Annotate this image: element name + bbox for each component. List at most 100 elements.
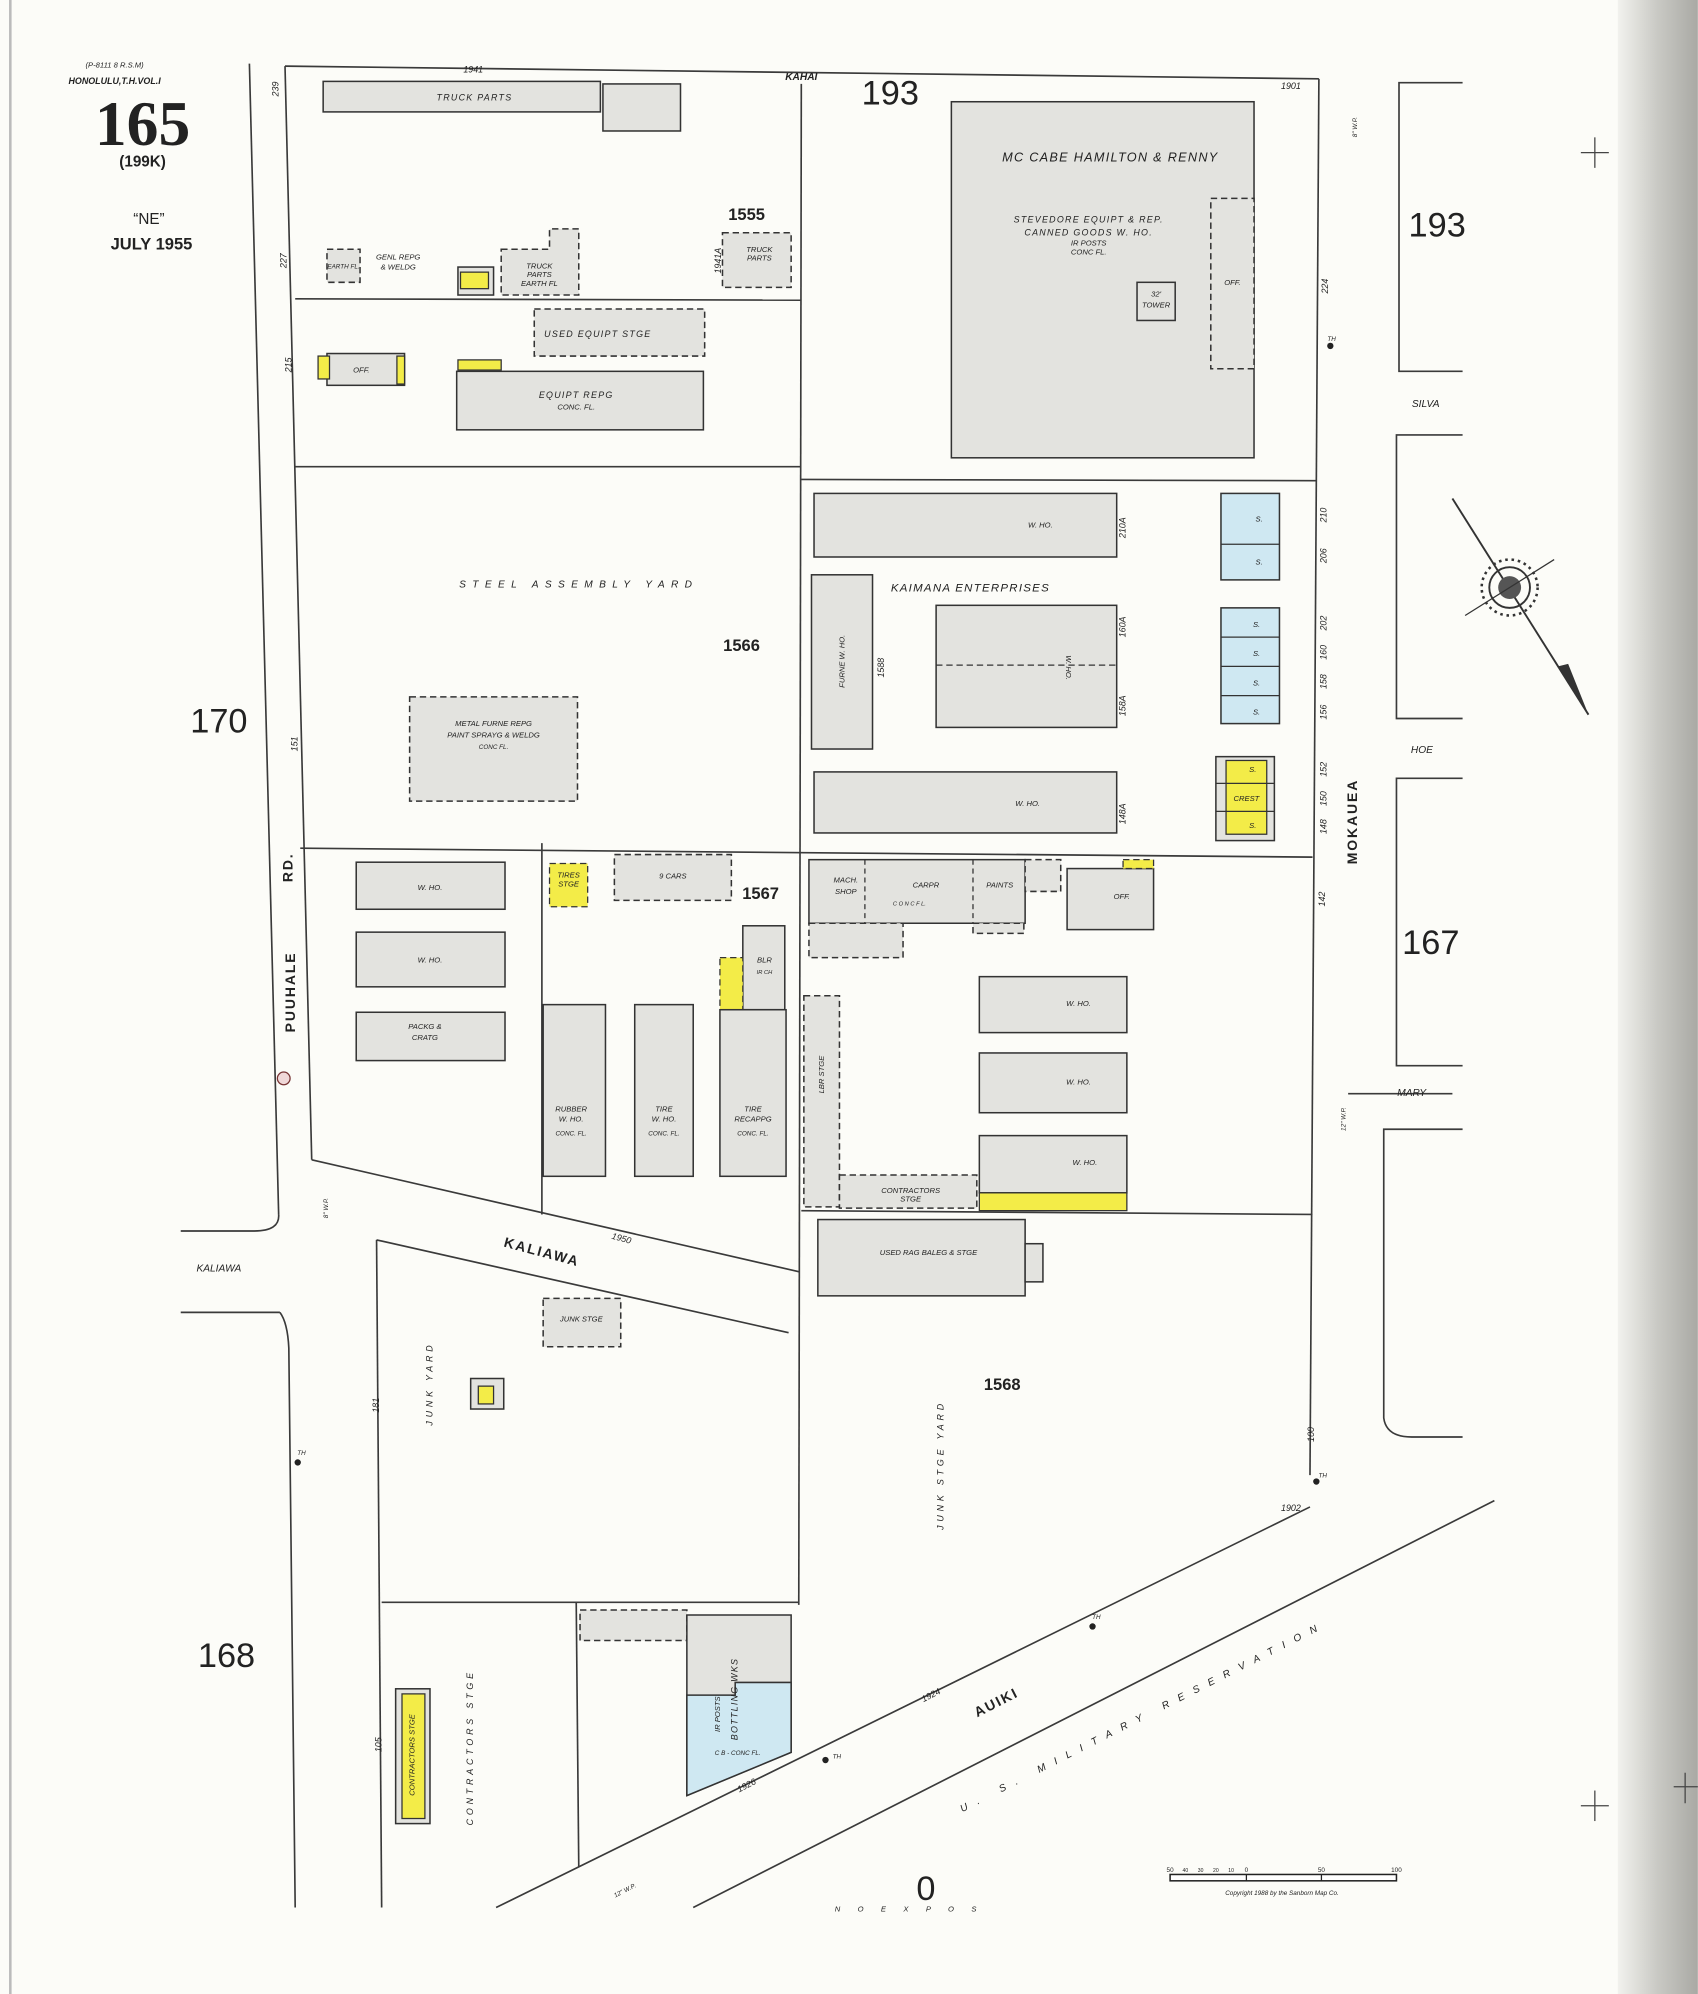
adjoining-sheet[interactable]: 193 [862, 74, 919, 112]
scale-tick: 40 [1183, 1868, 1189, 1874]
street-kaliawa: KALIAWA [502, 1234, 581, 1270]
building-mccabe [950, 100, 1255, 459]
address: 158 [1319, 674, 1329, 689]
label: CONC. FL. [737, 1131, 768, 1138]
label: S. [1256, 558, 1263, 567]
building-warehouse-f [355, 861, 506, 911]
building-office-2 [326, 352, 406, 387]
label: PARTS [527, 270, 552, 279]
building-warehouse-d [978, 1134, 1128, 1194]
label: TRUCK [526, 261, 553, 270]
building-office-3 [1066, 867, 1155, 931]
label: CONTRACTORS STGE [408, 1713, 417, 1796]
label: LBR STGE [817, 1055, 826, 1094]
label: CONC FL. [479, 744, 509, 751]
label: W. HO. [1064, 655, 1073, 680]
address: 1902 [1281, 1503, 1301, 1513]
label-mccabe-use: CONC FL. [1071, 247, 1107, 256]
building-contractors-stge-2 [401, 1693, 426, 1820]
building-lbr-stge [803, 994, 841, 1208]
label-mccabe-use: STEVEDORE EQUIPT & REP. [1014, 215, 1164, 225]
street-rd: RD. [280, 852, 296, 882]
label: CONC. FL. [557, 402, 595, 411]
building-rubber-warehouse [542, 1003, 607, 1178]
hydrant-icon [822, 1756, 829, 1764]
address: 150 [1319, 791, 1329, 806]
north-arrow-icon [1451, 497, 1590, 716]
label: OFF. [1114, 892, 1131, 901]
building-furn-warehouse [810, 574, 874, 750]
map-date: JULY 1955 [111, 234, 193, 253]
scale-tick: 100 [1391, 1867, 1402, 1874]
building-office [1210, 197, 1255, 370]
adjoining-sheet[interactable]: 0 [916, 1870, 935, 1908]
label: PARTS [747, 254, 772, 263]
scale-tick: 50 [1318, 1867, 1326, 1874]
label: RUBBER [555, 1104, 587, 1113]
water-pipe-label: 12" W.P. [613, 1882, 637, 1899]
label-mccabe: MC CABE HAMILTON & RENNY [1002, 150, 1219, 165]
building-small [602, 83, 682, 132]
block-number: 1566 [723, 636, 760, 655]
address: 148 [1319, 819, 1329, 834]
address: 206 [1319, 548, 1329, 564]
label: W. HO. [1073, 1158, 1098, 1167]
label: EQUIPT REPG [539, 390, 614, 400]
label: C O N C F L. [893, 901, 926, 907]
label-earth-fl: EARTH FL. [327, 263, 359, 270]
street-mokauea: MOKAUEA [1344, 779, 1360, 865]
adjoining-sheet[interactable]: 170 [190, 702, 247, 740]
address: 1950 [611, 1231, 633, 1246]
building-truck-parts-1555 [721, 231, 792, 289]
adjoining-sheet[interactable]: 167 [1402, 924, 1459, 962]
building-junk-stge [542, 1297, 622, 1348]
series-label: “NE” [133, 211, 164, 228]
label-mccabe-use: IR POSTS [1071, 238, 1107, 247]
label-truck-parts: TRUCK PARTS [437, 92, 513, 102]
address: 1924 [920, 1686, 942, 1704]
building-tire-warehouse [633, 1003, 694, 1178]
address: 1926 [735, 1776, 757, 1794]
street-silva: SILVA [1412, 399, 1440, 410]
hydrant-label: TH [1092, 1614, 1101, 1621]
adjoining-sheet[interactable]: 168 [198, 1637, 255, 1675]
scale-tick: 50 [1167, 1867, 1175, 1874]
water-pipe-label: 8" W.P. [1352, 117, 1359, 137]
area-contractors-stge: CONTRACTORS STGE [465, 1669, 475, 1825]
label: W. HO. [1066, 1078, 1091, 1087]
building-metal-furn-repg [408, 696, 579, 802]
scale-tick: 30 [1198, 1868, 1204, 1874]
label: W. HO. [1066, 999, 1091, 1008]
hydrant-label: TH [833, 1754, 842, 1761]
label: S. [1253, 649, 1260, 658]
address: 152 [1319, 762, 1329, 777]
scale-bar: 50 40 30 20 10 0 50 100 Copyright 1988 b… [1167, 1867, 1403, 1897]
block-number: 1568 [984, 1375, 1021, 1394]
street-hoe: HOE [1411, 745, 1433, 756]
label-genl-repg: & WELDG [381, 263, 416, 272]
scale-tick: 10 [1228, 1868, 1234, 1874]
sheet-header: (P-8111 8 R.S.M) HONOLULU,T.H.VOL.I 165 … [69, 60, 193, 253]
street-kaliawa-west: KALIAWA [196, 1264, 241, 1275]
building-warehouse [813, 771, 1118, 834]
label: W. HO. [559, 1115, 584, 1124]
address: 156 [1319, 705, 1329, 720]
label: TIRES [557, 870, 579, 879]
label: S. [1253, 620, 1260, 629]
street-puuhale: PUUHALE [282, 951, 298, 1032]
label: METAL FURNE REPG [455, 719, 532, 728]
copyright: Copyright 1988 by the Sanborn Map Co. [1225, 1890, 1339, 1897]
no-exposure: N O E X P O S [835, 1904, 984, 1913]
label: RECAPPG [734, 1115, 771, 1124]
address: 181 [371, 1398, 381, 1413]
label: W. HO. [1015, 799, 1040, 808]
alt-sheet-number: (199K) [119, 154, 166, 171]
address: 202 [1319, 616, 1329, 632]
address: 142 [1317, 892, 1327, 907]
address: 210 [1319, 508, 1329, 524]
city-volume: HONOLULU,T.H.VOL.I [69, 76, 162, 86]
building-tire-recapping [719, 1008, 787, 1178]
adjoining-sheet[interactable]: 193 [1409, 207, 1466, 245]
scale-tick: 20 [1213, 1868, 1219, 1874]
building-warehouse-e [355, 931, 506, 988]
